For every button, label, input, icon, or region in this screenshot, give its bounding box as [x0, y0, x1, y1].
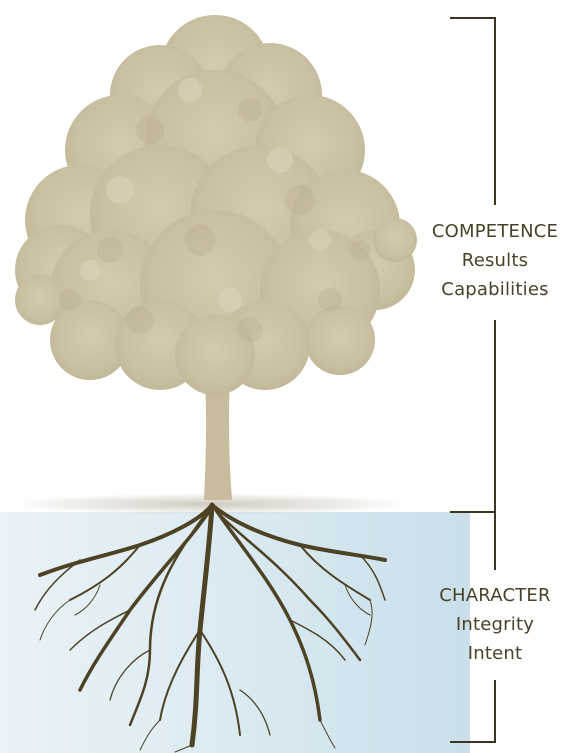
canopy-highlights	[80, 78, 331, 312]
competence-item-capabilities: Capabilities	[441, 279, 549, 300]
tree-canopy	[15, 15, 417, 395]
tree-trunk	[204, 380, 232, 500]
character-bracket	[450, 511, 496, 743]
character-item-intent: Intent	[467, 643, 523, 664]
canopy-texture	[59, 98, 370, 343]
soil-background	[0, 512, 470, 753]
character-title: CHARACTER	[439, 585, 551, 606]
competence-label-group: COMPETENCE Results Capabilities	[425, 217, 565, 304]
competence-title: COMPETENCE	[431, 221, 559, 242]
character-item-integrity: Integrity	[455, 614, 535, 635]
competence-item-results: Results	[461, 250, 529, 271]
character-label-group: CHARACTER Integrity Intent	[425, 581, 565, 668]
tree-roots	[34, 502, 387, 753]
